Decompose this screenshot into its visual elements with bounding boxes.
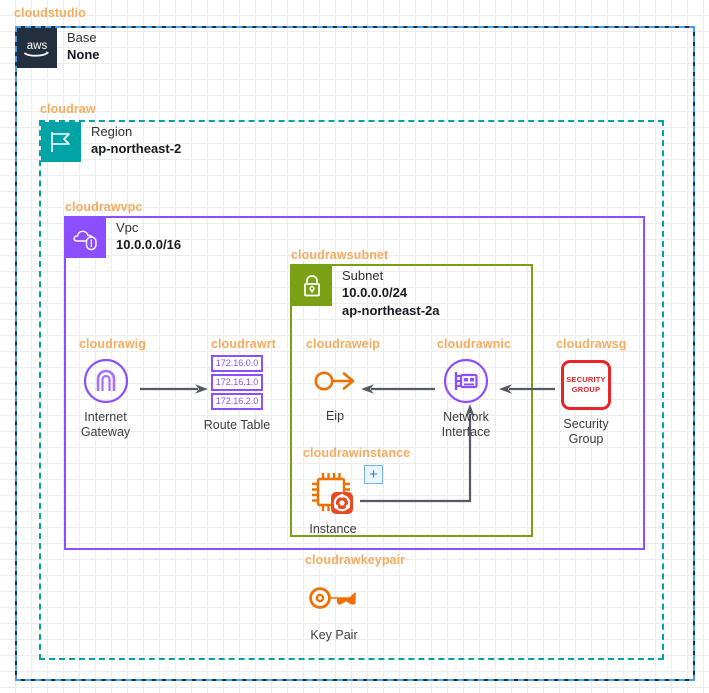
internet-gateway-icon <box>83 358 128 404</box>
instance-tag: cloudrawinstance <box>303 446 411 460</box>
route-table-icon: 172.16.0.0 172.16.1.0 172.16.2.0 <box>210 355 264 410</box>
internet-gateway-label: Internet Gateway <box>80 410 131 439</box>
node-route-table[interactable]: 172.16.0.0 172.16.1.0 172.16.2.0 Route T… <box>196 355 278 433</box>
network-interface-label: Network Interface <box>441 410 491 439</box>
vpc-value: 10.0.0.0/16 <box>116 237 182 253</box>
ec2-instance-icon <box>312 473 353 514</box>
subnet-az: ap-northeast-2a <box>342 302 440 318</box>
node-instance[interactable]: Instance <box>305 468 361 537</box>
region-group-box[interactable] <box>39 120 664 660</box>
route-table-label: Route Table <box>203 418 271 432</box>
key-pair-icon <box>309 587 356 609</box>
key-pair-tag: cloudrawkeypair <box>305 553 406 567</box>
base-title: Base <box>67 30 97 45</box>
route-table-tag: cloudrawrt <box>211 337 276 351</box>
region-flag-icon <box>41 122 81 162</box>
vpc-title: Vpc <box>116 220 139 235</box>
connector-nic-to-eip <box>361 384 435 394</box>
base-group-tag: cloudstudio <box>14 6 86 20</box>
instance-add-button[interactable]: + <box>364 465 383 484</box>
connector-sg-to-nic <box>499 384 555 394</box>
security-group-badge-line1: SECURITY <box>566 375 606 384</box>
security-group-label: Security Group <box>563 417 609 446</box>
region-group-tag: cloudraw <box>40 102 96 116</box>
elastic-ip-icon <box>314 371 355 391</box>
node-internet-gateway[interactable]: Internet Gateway <box>77 357 134 440</box>
internet-gateway-tag: cloudrawig <box>79 337 146 351</box>
eip-label: Eip <box>325 409 345 423</box>
route-table-row: 172.16.1.0 <box>210 374 264 391</box>
svg-text:aws: aws <box>27 40 48 52</box>
base-header: aws Base None <box>17 28 100 68</box>
subnet-group-box[interactable] <box>290 264 533 537</box>
base-value: None <box>67 47 100 63</box>
vpc-group-tag: cloudrawvpc <box>65 200 143 214</box>
region-header: Region ap-northeast-2 <box>41 122 181 162</box>
route-table-row: 172.16.0.0 <box>210 355 264 372</box>
network-interface-icon <box>443 358 489 404</box>
connector-igw-to-route-table <box>140 384 208 394</box>
node-key-pair[interactable]: Key Pair <box>305 578 363 643</box>
eip-tag: cloudraweip <box>306 337 381 351</box>
subnet-group-tag: cloudrawsubnet <box>291 248 389 262</box>
subnet-header: Subnet 10.0.0.0/24 ap-northeast-2a <box>292 266 440 319</box>
vpc-group-box[interactable] <box>64 216 645 550</box>
security-group-icon: SECURITY GROUP <box>561 360 611 410</box>
vpc-header: Vpc 10.0.0.0/16 <box>66 218 181 258</box>
node-eip[interactable]: Eip <box>305 360 365 424</box>
node-security-group[interactable]: SECURITY GROUP Security Group <box>557 360 615 447</box>
subnet-cidr: 10.0.0.0/24 <box>342 285 408 301</box>
subnet-lock-icon <box>292 266 332 306</box>
node-network-interface[interactable]: Network Interface <box>437 357 495 440</box>
subnet-title: Subnet <box>342 268 384 283</box>
key-pair-label: Key Pair <box>310 628 358 642</box>
route-table-row: 172.16.2.0 <box>210 393 264 410</box>
aws-logo-icon: aws <box>17 28 57 68</box>
connector-instance-to-nic <box>360 404 475 503</box>
network-interface-tag: cloudrawnic <box>437 337 512 351</box>
region-title: Region <box>91 124 133 139</box>
vpc-cloud-icon <box>66 218 106 258</box>
security-group-badge-line2: GROUP <box>571 385 601 394</box>
security-group-tag: cloudrawsg <box>556 337 627 351</box>
region-value: ap-northeast-2 <box>91 141 182 157</box>
instance-label: Instance <box>309 522 357 536</box>
